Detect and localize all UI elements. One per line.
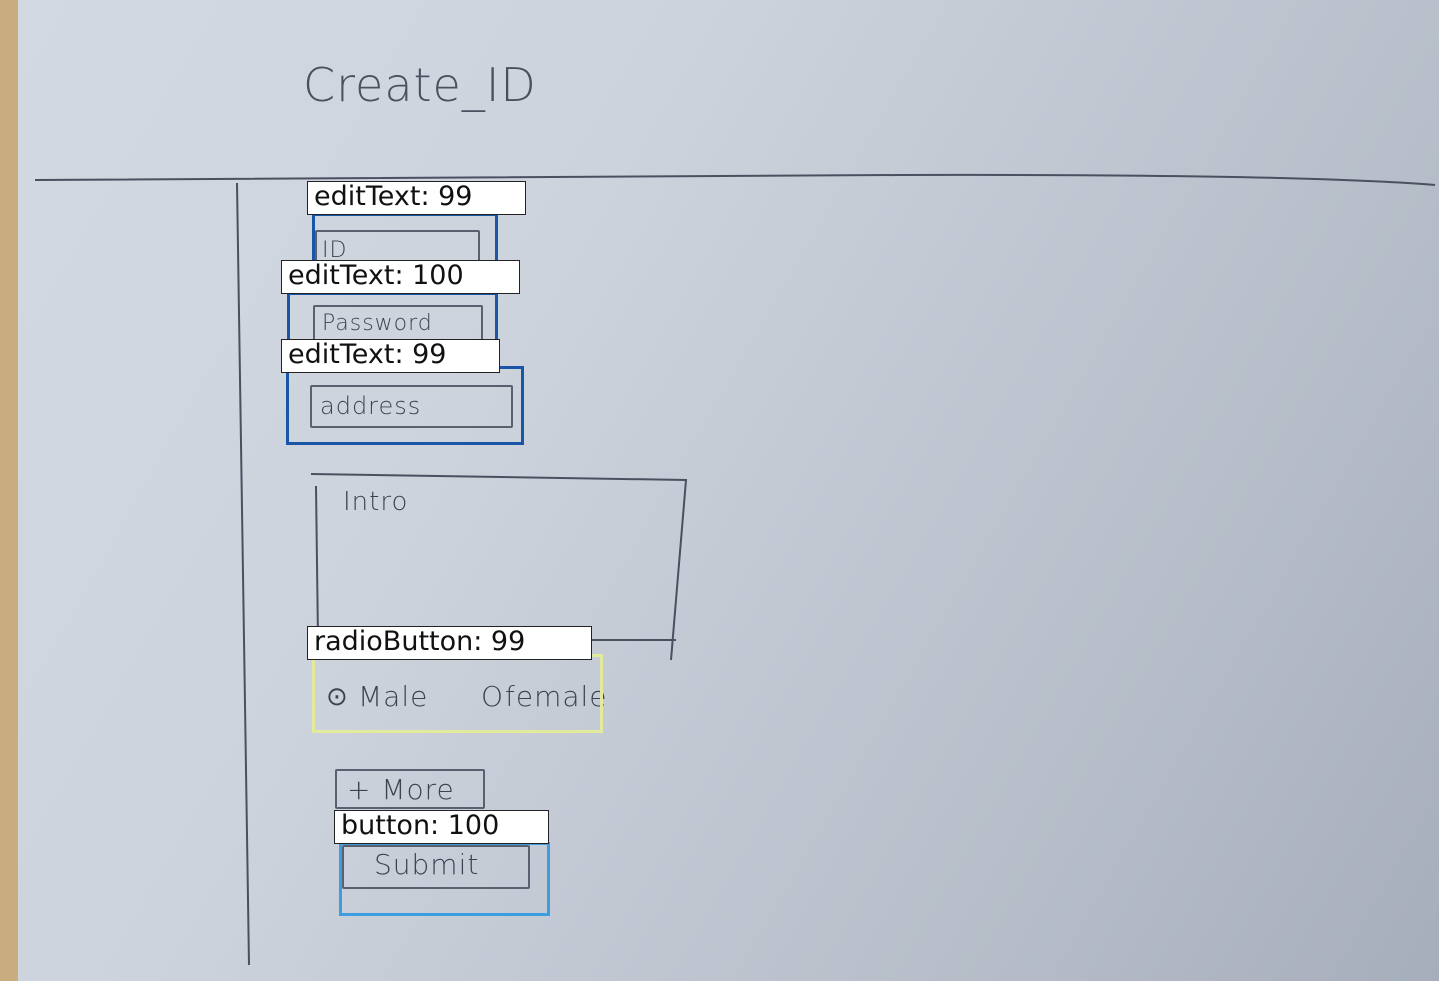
- intro-placeholder: Intro: [343, 487, 409, 517]
- radio-male[interactable]: ⊙ Male: [326, 680, 446, 720]
- radio-male-label: Male: [358, 680, 429, 713]
- detection-label-radiobutton: radioButton: 99: [307, 626, 592, 660]
- address-placeholder: address: [320, 392, 422, 420]
- id-placeholder: ID: [322, 238, 348, 263]
- radio-selected-icon: ⊙: [326, 682, 349, 712]
- radio-unselected-icon: O: [481, 680, 505, 713]
- password-placeholder: Password: [322, 311, 433, 336]
- detection-label-edittext-id: editText: 99: [307, 181, 526, 215]
- paper-background: [18, 0, 1439, 981]
- submit-button[interactable]: [342, 845, 530, 889]
- submit-button-label: Submit: [374, 848, 480, 881]
- sidebar-divider-line: [236, 182, 250, 966]
- header-divider-line: [34, 173, 1436, 186]
- radio-female-label: female: [505, 680, 608, 713]
- detection-box-edittext-address: [286, 366, 524, 445]
- more-button[interactable]: [335, 769, 485, 809]
- detection-box-radiobutton: [312, 654, 603, 733]
- address-field[interactable]: [310, 385, 513, 428]
- detection-label-button: button: 100: [334, 810, 549, 844]
- radio-female[interactable]: O female: [481, 680, 607, 720]
- detection-box-button: [339, 842, 550, 916]
- page-title: Create_ID: [303, 58, 537, 112]
- detection-label-edittext-password: editText: 100: [281, 260, 520, 294]
- more-button-label: + More: [347, 773, 455, 806]
- detection-label-edittext-address: editText: 99: [281, 339, 500, 373]
